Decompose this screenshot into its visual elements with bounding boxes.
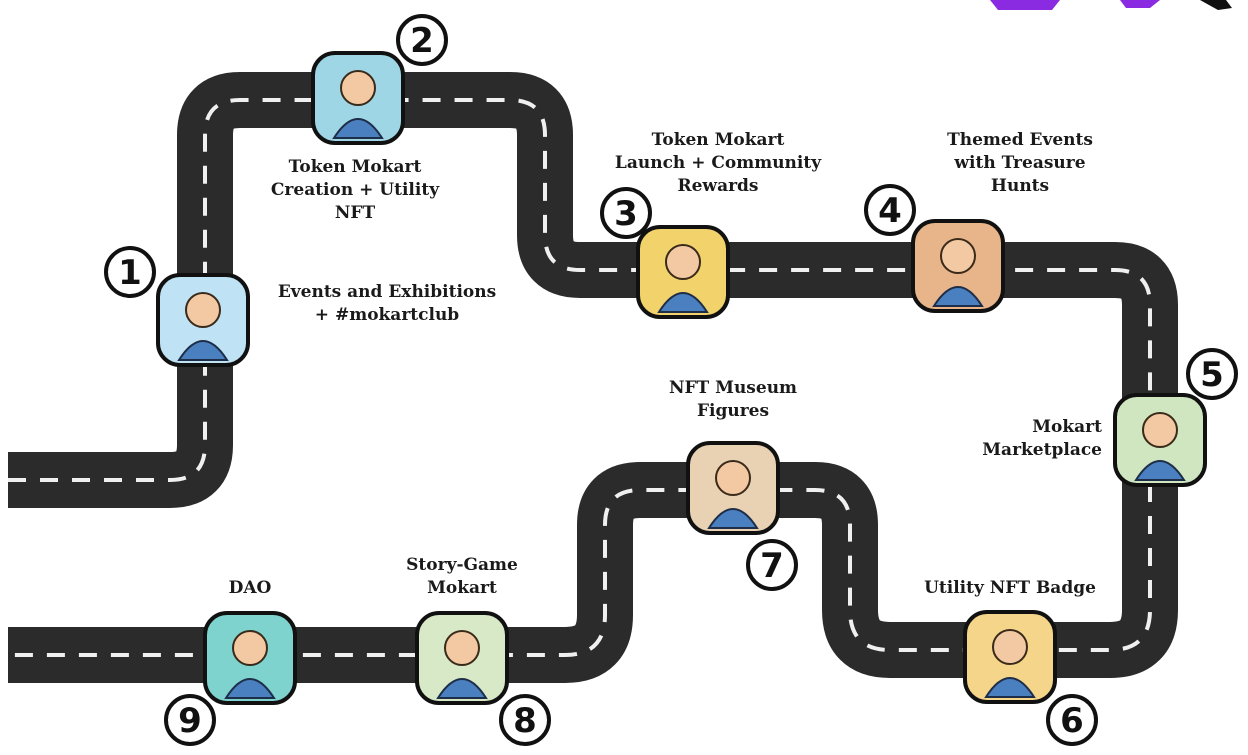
character-head-icon [340,70,376,106]
number-badge-label: 3 [614,194,638,234]
number-badge-label: 9 [178,701,202,741]
milestone-label-line-1: NFT Museum [669,378,797,398]
character-head-icon [940,238,976,274]
number-badge-label: 2 [410,21,434,61]
number-badge [396,14,448,66]
milestone-label-line-3: Hunts [991,176,1049,196]
logo-mark [990,0,1232,10]
number-badge-label: 6 [1060,701,1084,741]
lower-road [8,420,1178,683]
milestone-label-line-1: Themed Events [947,130,1093,150]
milestone-label-line-2: Marketplace [982,440,1102,460]
number-badge-label: 8 [513,701,537,741]
character-body-icon [707,508,759,529]
milestone-6[interactable]: 6 Utility NFT Badge [924,578,1098,746]
milestone-label-line-3: Rewards [677,176,758,196]
number-badge [746,539,798,591]
milestone-label-line-1: Utility NFT Badge [924,578,1096,598]
character-head-icon [232,630,268,666]
milestone-label-line-1: Events and Exhibitions [278,282,496,302]
milestone-label-line-2: Creation + Utility [271,180,440,200]
character-body-icon [224,678,276,699]
milestone-label-line-1: Mokart [1032,417,1102,437]
character-body-icon [1134,460,1186,481]
number-badge [164,694,216,746]
number-badge [864,184,916,236]
milestone-label-line-2: Figures [697,401,769,421]
number-badge [1186,348,1238,400]
character-body-icon [177,340,229,361]
upper-road [8,72,1178,508]
character-body-icon [436,678,488,699]
number-badge-label: 1 [118,253,142,293]
milestone-label-line-1: Token Mokart [289,157,422,177]
character-head-icon [1142,412,1178,448]
number-badge-label: 4 [878,191,902,231]
milestone-label-line-3: NFT [335,203,376,223]
number-badge [600,187,652,239]
milestone-label-line-2: Launch + Community [615,153,822,173]
milestone-label-line-1: DAO [229,578,272,598]
character-body-icon [932,286,984,307]
character-head-icon [185,292,221,328]
character-body-icon [984,677,1036,698]
number-badge-label: 5 [1200,355,1224,395]
milestone-label-line-1: Story-Game [406,555,518,575]
number-badge [499,694,551,746]
character-body-icon [332,118,384,139]
milestone-label-line-1: Token Mokart [652,130,785,150]
number-badge-label: 7 [760,546,784,586]
milestone-label-line-2: with Treasure [953,153,1085,173]
milestone-label-line-2: + #mokartclub [315,305,460,325]
character-head-icon [665,244,701,280]
character-body-icon [657,292,709,313]
character-head-icon [444,630,480,666]
character-head-icon [715,460,751,496]
milestone-label-line-2: Mokart [427,578,497,598]
milestone-9[interactable]: 9 DAO [164,578,297,746]
character-head-icon [992,629,1028,665]
number-badge [104,246,156,298]
number-badge [1046,694,1098,746]
